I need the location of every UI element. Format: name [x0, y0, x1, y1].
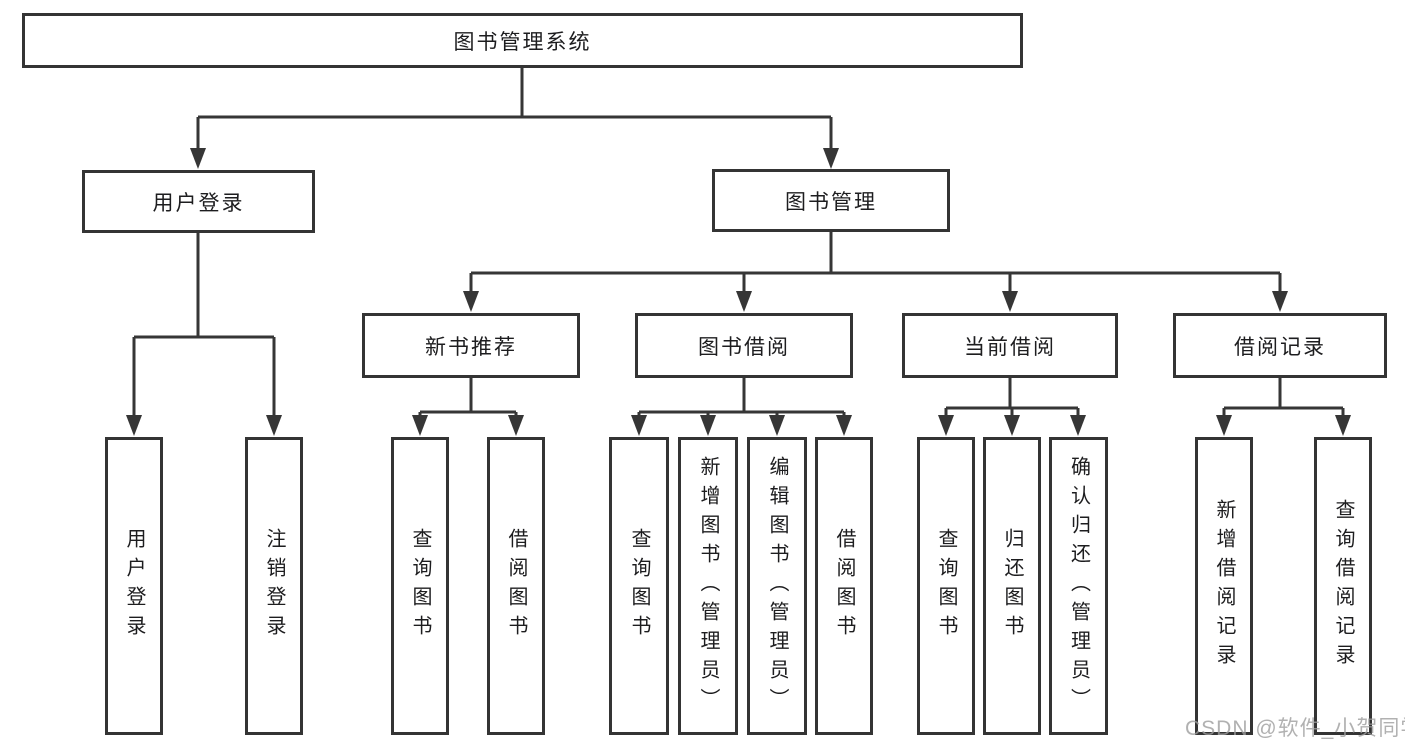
connector-lines	[132, 68, 1345, 420]
leaf-add-borrow-record: 新增借阅记录	[1195, 437, 1253, 735]
leaf-logout-label: 注销登录	[263, 528, 285, 644]
arrowheads	[126, 148, 1351, 436]
leaf-user-login: 用户登录	[105, 437, 163, 735]
node-book-management: 图书管理	[712, 169, 950, 232]
leaf-add-borrow-record-label: 新增借阅记录	[1213, 499, 1235, 673]
leaf-borrow-books-2-label: 借阅图书	[833, 528, 855, 644]
node-new-book-recommend: 新书推荐	[362, 313, 580, 378]
leaf-query-borrow-record-label: 查询借阅记录	[1332, 499, 1354, 673]
leaf-query-books-2-label: 查询图书	[628, 528, 650, 644]
leaf-return-books-label: 归还图书	[1001, 528, 1023, 644]
leaf-query-borrow-record: 查询借阅记录	[1314, 437, 1372, 735]
leaf-add-books-admin: 新增图书（管理员）	[678, 437, 738, 735]
node-current-borrowing: 当前借阅	[902, 313, 1118, 378]
leaf-borrow-books-2: 借阅图书	[815, 437, 873, 735]
node-library-management-system: 图书管理系统	[22, 13, 1023, 68]
leaf-query-books-1: 查询图书	[391, 437, 449, 735]
leaf-query-books-2: 查询图书	[609, 437, 669, 735]
leaf-confirm-return-admin: 确认归还（管理员）	[1049, 437, 1108, 735]
leaf-add-books-admin-label: 新增图书（管理员）	[697, 455, 719, 717]
leaf-query-books-1-label: 查询图书	[409, 528, 431, 644]
leaf-user-login-label: 用户登录	[123, 528, 145, 644]
leaf-edit-books-admin: 编辑图书（管理员）	[747, 437, 807, 735]
node-book-borrowing-label: 图书借阅	[698, 335, 790, 359]
node-borrowing-records: 借阅记录	[1173, 313, 1387, 378]
leaf-edit-books-admin-label: 编辑图书（管理员）	[766, 455, 788, 717]
leaf-query-books-3: 查询图书	[917, 437, 975, 735]
node-borrowing-records-label: 借阅记录	[1234, 335, 1326, 359]
leaf-borrow-books-1: 借阅图书	[487, 437, 545, 735]
leaf-return-books: 归还图书	[983, 437, 1041, 735]
node-new-book-recommend-label: 新书推荐	[425, 335, 517, 359]
node-library-management-system-label: 图书管理系统	[453, 30, 592, 54]
node-user-login-group-label: 用户登录	[152, 191, 245, 215]
leaf-confirm-return-admin-label: 确认归还（管理员）	[1067, 455, 1090, 717]
leaf-borrow-books-1-label: 借阅图书	[505, 528, 527, 644]
node-current-borrowing-label: 当前借阅	[964, 335, 1056, 359]
node-book-management-label: 图书管理	[785, 190, 877, 214]
leaf-logout: 注销登录	[245, 437, 303, 735]
leaf-query-books-3-label: 查询图书	[935, 528, 957, 644]
csdn-watermark: CSDN @软件_小贺同学	[1185, 717, 1405, 740]
node-book-borrowing: 图书借阅	[635, 313, 853, 378]
node-user-login-group: 用户登录	[82, 170, 315, 233]
